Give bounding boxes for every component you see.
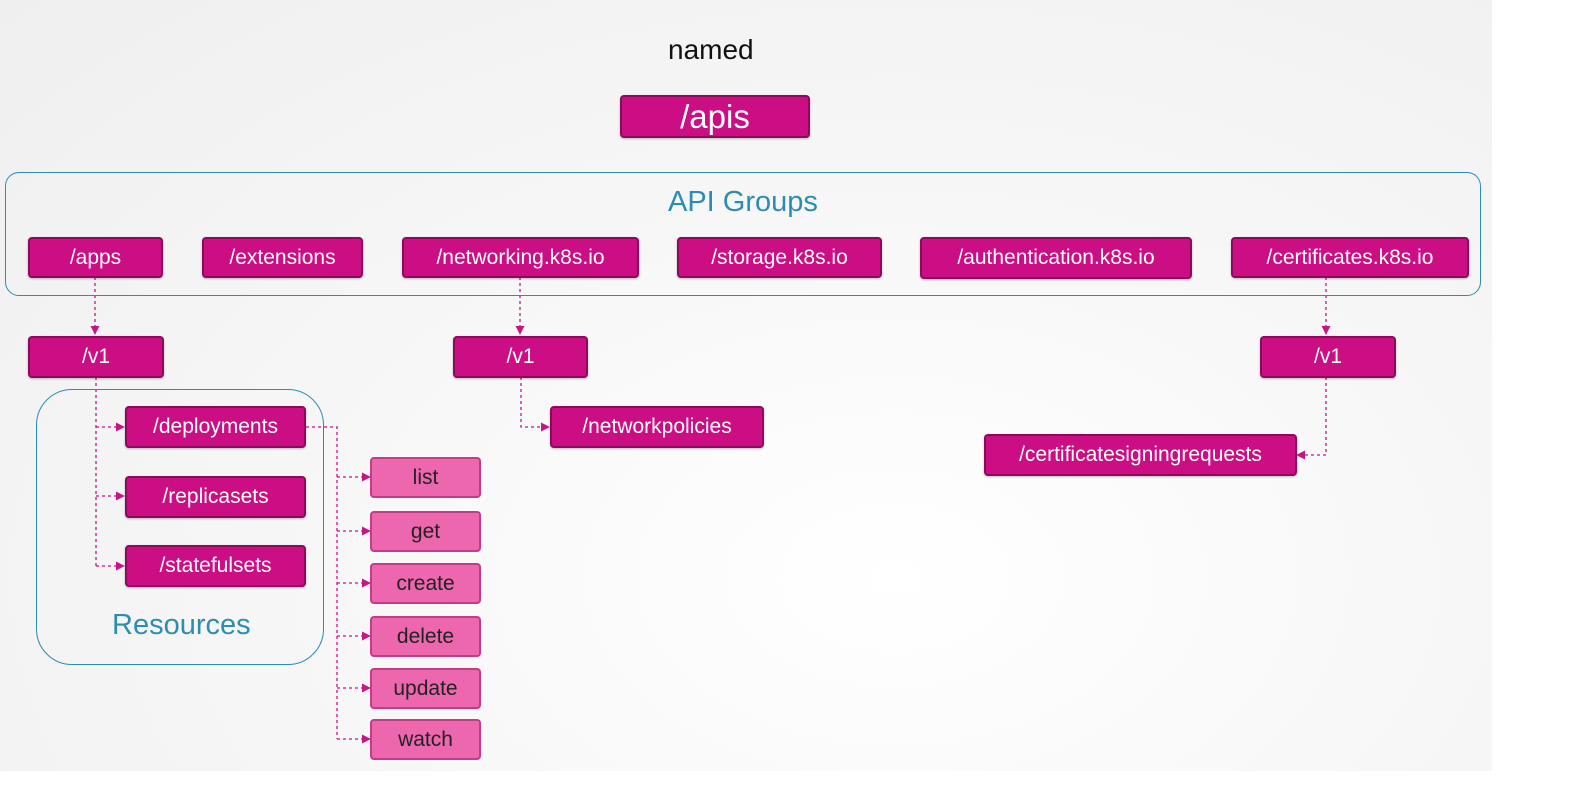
- api-group-networking: /networking.k8s.io: [402, 237, 639, 278]
- verb-watch: watch: [370, 719, 481, 760]
- connector-lines: [90, 277, 1331, 744]
- api-groups-container: [5, 172, 1481, 296]
- api-group-authentication: /authentication.k8s.io: [920, 237, 1192, 279]
- verb-list: list: [370, 457, 481, 498]
- version-networking-v1: /v1: [453, 336, 588, 378]
- api-group-extensions: /extensions: [202, 237, 363, 278]
- verb-create: create: [370, 563, 481, 604]
- verb-get: get: [370, 511, 481, 552]
- api-group-storage: /storage.k8s.io: [677, 237, 882, 278]
- version-certificates-v1: /v1: [1260, 336, 1396, 378]
- version-apps-v1: /v1: [28, 336, 164, 378]
- connector-deployments-verbs: [306, 426, 338, 739]
- api-hierarchy-diagram: named /apis API Groups /apps /extensions…: [0, 0, 1492, 771]
- resources-label: Resources: [112, 609, 251, 641]
- diagram-title: named: [668, 34, 754, 65]
- connector-v1-networkpolicies: [520, 377, 550, 432]
- apis-root-node: /apis: [620, 95, 810, 138]
- api-group-apps: /apps: [28, 237, 163, 278]
- resource-statefulsets: /statefulsets: [125, 545, 306, 587]
- verb-update: update: [370, 668, 481, 709]
- resource-deployments: /deployments: [125, 406, 306, 448]
- resource-certificatesigningrequests: /certificatesigningrequests: [984, 434, 1297, 476]
- resource-replicasets: /replicasets: [125, 476, 306, 518]
- connector-v1-csr: [1296, 377, 1327, 460]
- verb-delete: delete: [370, 616, 481, 657]
- api-group-certificates: /certificates.k8s.io: [1231, 237, 1469, 278]
- resource-networkpolicies: /networkpolicies: [550, 406, 764, 448]
- resources-container: [36, 389, 324, 665]
- api-groups-label: API Groups: [668, 186, 818, 218]
